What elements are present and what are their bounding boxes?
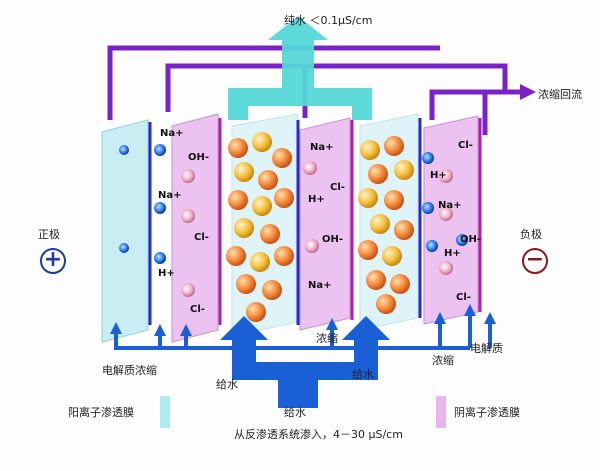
cation-membrane-legend: 阳离子渗透膜 [68,406,134,419]
pure-water-label: 纯水 ＜0.1μS/cm [284,14,373,27]
ion-label: H+ [158,268,175,279]
feed-left-label: 给水 [216,378,238,391]
ion-label: Cl- [456,292,471,303]
ion-label: OH- [188,152,210,163]
cathode-label: 负极 [520,228,542,241]
ion-label: Na+ [308,280,332,291]
electrolyte-label: 电解质 [470,342,503,355]
pure-water-arrow [228,16,372,120]
ion-label: Na+ [310,142,334,153]
concentrate-return-label: 浓缩回流 [538,88,582,101]
ion-label: OH- [460,234,482,245]
anion-membrane-3 [423,115,479,325]
ion-label: H+ [308,194,325,205]
concentrate-return-arrowhead [520,84,536,100]
anode-label: 正极 [38,228,60,241]
ion-label: Cl- [458,140,473,151]
ion-label: H+ [444,248,461,259]
ion-label: Cl- [194,232,209,243]
concentrate-right-label: 浓缩 [432,354,454,367]
concentrate-mid-label: 浓缩 [316,332,338,345]
anion-membrane-legend: 阴离子渗透膜 [454,406,520,419]
membrane-dividers [148,118,482,325]
resin-beads-right [358,136,414,314]
feed-bottom-label: 给水 [284,406,306,419]
ion-label: Na+ [160,128,184,139]
anode-symbol: + [40,248,66,274]
cation-membrane-1 [101,119,149,343]
ion-label: Na+ [158,190,182,201]
ion-markers [119,144,468,297]
feed-right-label: 给水 [352,368,374,381]
feed-water-arrow [220,316,390,408]
anion-membrane-swatch [436,396,446,428]
feed-arrowheads [110,304,496,336]
ion-label: H+ [430,170,447,181]
resin-beads-left [226,132,294,322]
ion-label: OH- [322,234,344,245]
feed-source-label: 从反渗透系统渗入，4－30 μS/cm [234,428,403,441]
electrolyte-concentrate-label: 电解质浓缩 [102,364,157,377]
cathode-symbol: − [522,248,548,274]
ion-label: Na+ [438,200,462,211]
cation-membrane-swatch [160,396,170,428]
ion-label: Cl- [190,304,205,315]
ion-label: Cl- [330,182,345,193]
